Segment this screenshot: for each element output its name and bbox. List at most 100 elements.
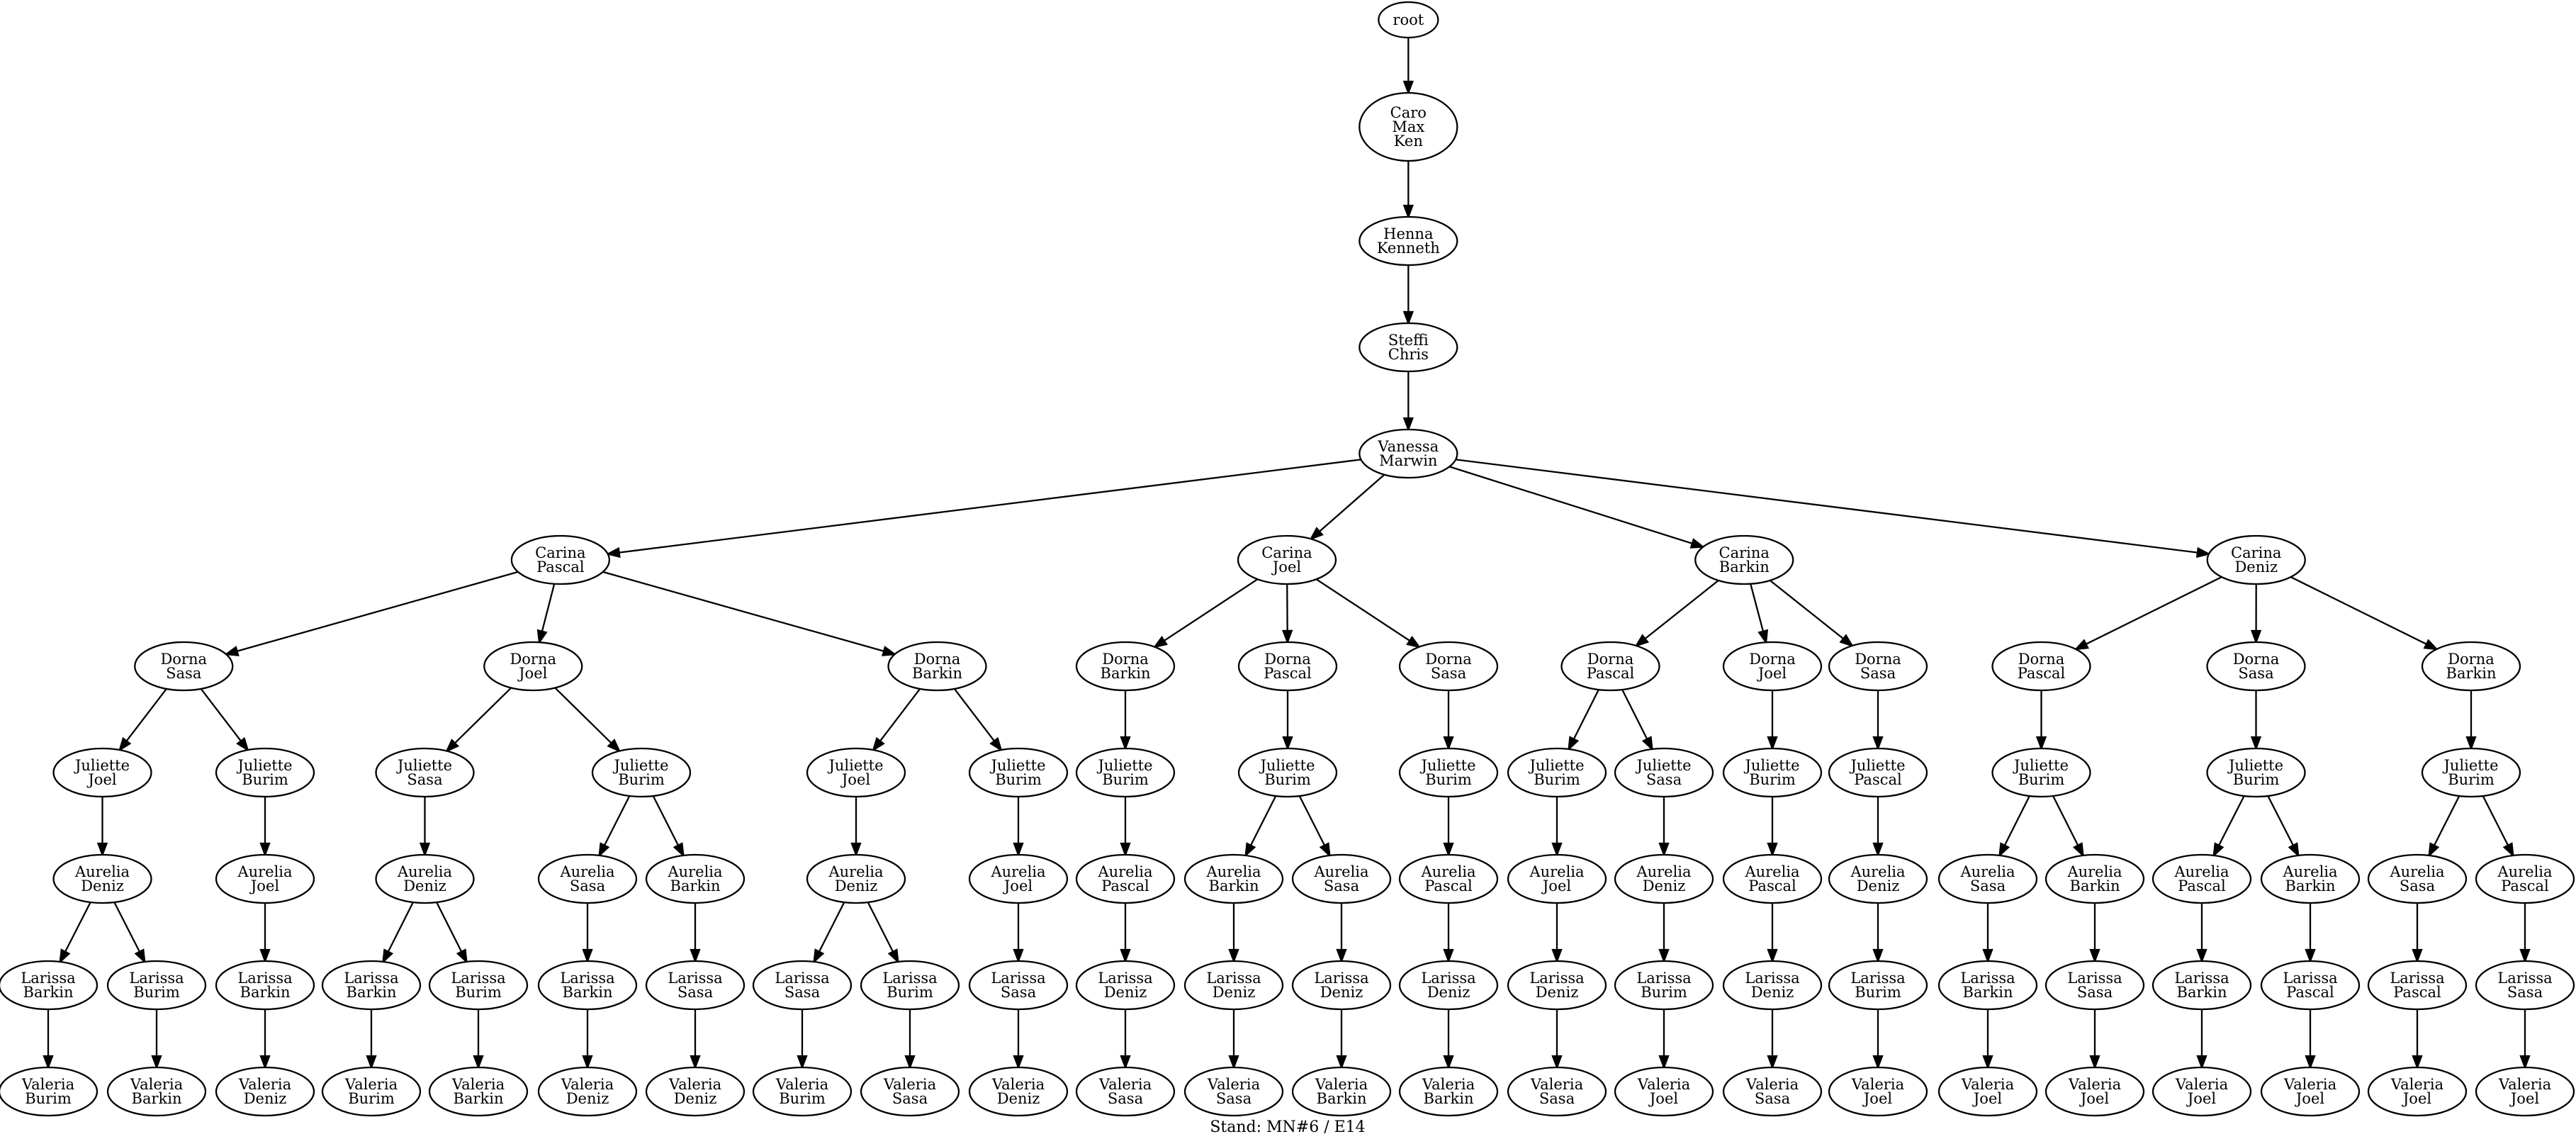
node-ellipse bbox=[2475, 960, 2575, 1011]
node-label-line: Deniz bbox=[244, 1090, 287, 1107]
node-label-line: Aurelia bbox=[2497, 863, 2552, 880]
node-label-line: Valeria bbox=[1637, 1076, 1690, 1093]
node-ellipse bbox=[1991, 747, 2091, 798]
edge-arrowhead bbox=[2089, 1055, 2100, 1070]
node-label-line: Sasa bbox=[2077, 984, 2113, 1001]
node-label-line: Dorna bbox=[510, 651, 556, 668]
edge-arrowhead bbox=[813, 948, 825, 964]
edge-line bbox=[2482, 795, 2509, 846]
edge-line bbox=[1164, 578, 1259, 641]
edge-arrowhead bbox=[1120, 842, 1131, 858]
node-label-line: Sasa bbox=[570, 877, 605, 894]
tree-edge bbox=[2412, 1009, 2423, 1070]
node-label-line: Burim bbox=[618, 771, 665, 788]
node-ellipse bbox=[2367, 853, 2468, 904]
node-ellipse bbox=[806, 747, 906, 798]
tree-edge bbox=[43, 1009, 54, 1070]
edge-arrowhead bbox=[1406, 635, 1422, 649]
edge-arrowhead bbox=[2423, 639, 2439, 651]
node-ellipse bbox=[1507, 747, 1607, 798]
node-label-line: Burim bbox=[887, 984, 933, 1001]
edge-arrowhead bbox=[151, 1055, 162, 1070]
node-ellipse bbox=[52, 747, 152, 798]
edge-arrowhead bbox=[1634, 634, 1650, 648]
edge-arrowhead bbox=[1402, 204, 1414, 220]
node-label-line: Deniz bbox=[2234, 559, 2278, 576]
node-label-line: Barkin bbox=[23, 984, 74, 1001]
edge-arrowhead bbox=[1658, 948, 1670, 964]
node-label-line: Larissa bbox=[2067, 970, 2122, 987]
edge-arrowhead bbox=[2305, 948, 2316, 964]
edge-arrowhead bbox=[382, 948, 394, 964]
node-label-line: Pascal bbox=[1424, 877, 1473, 894]
node-label-line: Sasa bbox=[1216, 1090, 1252, 1107]
edge-arrowhead bbox=[1402, 417, 1414, 432]
node-label-line: Dorna bbox=[1102, 651, 1149, 668]
tree-edge bbox=[1767, 797, 1778, 858]
tree-edge bbox=[1120, 1009, 1131, 1070]
node-label-line: Valeria bbox=[2283, 1076, 2336, 1093]
node-label-line: Juliette bbox=[396, 757, 452, 774]
edge-line bbox=[1319, 473, 1385, 532]
node-ellipse bbox=[806, 853, 906, 904]
node-ellipse bbox=[2045, 960, 2145, 1011]
tree-edge bbox=[2052, 795, 2084, 858]
node-ellipse bbox=[510, 534, 611, 585]
tree-edge bbox=[1872, 1009, 1884, 1070]
node-label-line: Sasa bbox=[1539, 1090, 1575, 1107]
node-label-line: Pascal bbox=[536, 559, 585, 576]
node-label-line: Carina bbox=[535, 544, 585, 561]
node-label-line: Dorna bbox=[2018, 651, 2065, 668]
node-ellipse bbox=[1398, 853, 1499, 904]
node-label-line: Barkin bbox=[132, 1090, 182, 1107]
node-ellipse bbox=[428, 1066, 529, 1117]
tree-edge bbox=[602, 571, 897, 656]
node-label-line: Burim bbox=[25, 1090, 72, 1107]
tree-edge bbox=[223, 571, 519, 656]
node-ellipse bbox=[1937, 960, 2038, 1011]
node-label-line: Valeria bbox=[130, 1076, 183, 1093]
tree-edge bbox=[419, 797, 431, 858]
edge-arrowhead bbox=[1757, 629, 1769, 645]
tree-edge bbox=[1998, 795, 2030, 858]
node-label-line: root bbox=[1393, 11, 1424, 28]
edge-arrowhead bbox=[1872, 948, 1884, 964]
edge-arrowhead bbox=[598, 842, 610, 858]
node-label-line: Valeria bbox=[344, 1076, 398, 1093]
node-label-line: Dorna bbox=[2233, 651, 2280, 668]
node-label-line: Larissa bbox=[2174, 970, 2229, 987]
node-label-line: Larissa bbox=[344, 970, 398, 987]
edge-arrowhead bbox=[1244, 842, 1256, 858]
tree-edge bbox=[2212, 795, 2245, 858]
node-ellipse bbox=[1614, 960, 1714, 1011]
node-label-line: Sasa bbox=[1860, 665, 1896, 682]
edge-arrowhead bbox=[1998, 842, 2010, 858]
node-label-line: Chris bbox=[1388, 346, 1429, 363]
node-ellipse bbox=[1722, 960, 1823, 1011]
node-label-line: Pascal bbox=[2178, 877, 2226, 894]
tree-edge bbox=[536, 583, 556, 645]
node-label-line: Deniz bbox=[1104, 984, 1147, 1001]
node-ellipse bbox=[537, 853, 638, 904]
node-label-line: Joel bbox=[2402, 1090, 2431, 1107]
node-ellipse bbox=[483, 641, 583, 692]
node-ellipse bbox=[968, 853, 1069, 904]
edge-arrowhead bbox=[1839, 634, 1855, 648]
node-ellipse bbox=[1722, 747, 1823, 798]
node-label-line: Burim bbox=[133, 984, 180, 1001]
